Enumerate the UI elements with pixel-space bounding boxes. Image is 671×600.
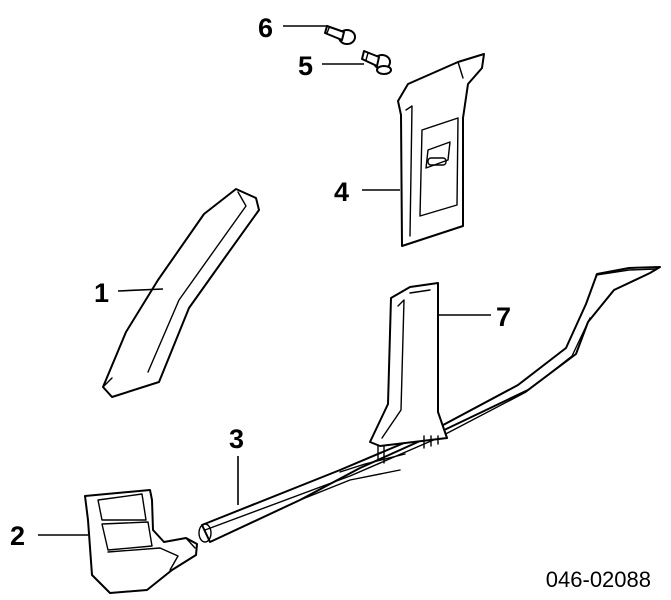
diagram-code: 046-02088: [546, 567, 651, 592]
part-3-scuff-panel: [198, 266, 661, 543]
part-1-front-pillar-trim: [102, 188, 260, 398]
callout-5: 5: [298, 51, 313, 81]
callout-6: 6: [258, 13, 273, 43]
part-5-clip: [361, 50, 392, 75]
callout-2: 2: [10, 521, 25, 551]
leader-1: [117, 288, 164, 292]
part-2-kick-panel: [84, 489, 198, 594]
callout-4: 4: [334, 177, 349, 207]
part-4-pillar-upper-trim: [397, 53, 485, 247]
callout-3: 3: [229, 424, 244, 454]
part-6-screw: [324, 25, 356, 45]
callout-1: 1: [94, 278, 109, 308]
callout-7: 7: [496, 302, 511, 332]
part-7-pillar-lower-trim: [369, 282, 448, 464]
leader-lines: [38, 25, 491, 536]
